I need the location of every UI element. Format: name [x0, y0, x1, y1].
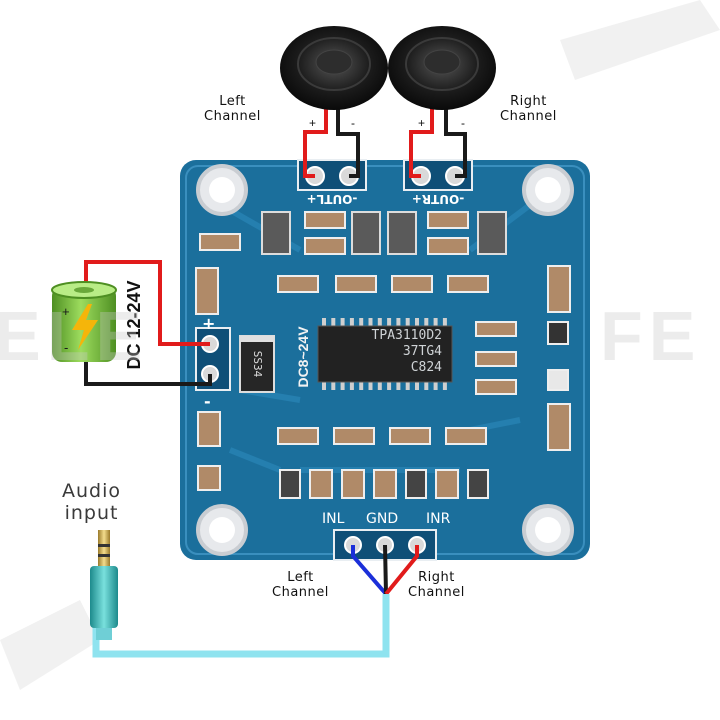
chip-pin — [405, 318, 410, 327]
chip-pin — [433, 381, 438, 390]
audio-input-line1: Audio — [62, 480, 122, 502]
right-speaker-plus: + — [418, 116, 426, 130]
out-right-label: -OUTR+ — [411, 192, 465, 206]
board-plus-label: + — [202, 314, 216, 333]
in-right-label: INR — [426, 511, 451, 527]
chip-pin — [433, 318, 438, 327]
diode-label: SS34 — [251, 350, 264, 378]
chip-pin — [340, 318, 345, 327]
chip-pin — [359, 381, 364, 390]
capacitor-row-mid — [195, 265, 571, 491]
chip-pin — [377, 381, 382, 390]
battery-voltage-label: DC 12-24V — [124, 280, 144, 370]
power-rating-label: DC8~24V — [295, 326, 311, 388]
board-minus-label: - — [204, 392, 211, 411]
input-right-line2: Channel — [408, 585, 465, 600]
chip-pin — [396, 381, 401, 390]
capacitor-row-bottom — [277, 427, 489, 499]
chip-pin — [442, 381, 447, 390]
input-right-channel-label: Right Channel — [408, 570, 465, 600]
amplifier-chip — [317, 318, 453, 390]
diode — [239, 335, 275, 393]
mounting-hole — [522, 164, 574, 216]
audio-input-line2: input — [64, 502, 119, 524]
in-gnd-label: GND — [366, 511, 399, 527]
left-speaker — [280, 26, 388, 110]
left-speaker-label-line1: Left — [219, 94, 246, 109]
chip-pin — [424, 318, 429, 327]
left-speaker-plus: + — [309, 116, 317, 130]
capacitor-row-top — [199, 211, 507, 255]
chip-pin — [331, 381, 336, 390]
chip-pin — [415, 318, 419, 327]
mounting-hole — [196, 164, 248, 216]
battery — [51, 281, 117, 362]
audio-jack — [90, 530, 118, 640]
watermark-strokes — [0, 0, 720, 690]
chip-batch: C824 — [410, 360, 442, 375]
mounting-hole — [522, 504, 574, 556]
chip-pin — [340, 381, 345, 390]
input-left-line2: Channel — [272, 585, 329, 600]
amplifier-board — [180, 159, 590, 561]
bolt-icon — [72, 304, 98, 350]
left-channel-speaker-label: Left Channel — [204, 94, 261, 124]
right-channel-speaker-label: Right Channel — [500, 94, 557, 124]
power-wires — [84, 260, 212, 386]
audio-input-label: Audio input — [62, 480, 121, 524]
chip-pin — [424, 381, 429, 390]
chip-pin — [396, 318, 401, 327]
chip-pin — [322, 381, 326, 390]
right-speaker-label-line1: Right — [510, 94, 547, 109]
chip-pin — [349, 381, 354, 390]
left-speaker-minus: - — [351, 116, 355, 130]
chip-pin — [405, 381, 410, 390]
chip-pin — [415, 381, 419, 390]
input-wires — [351, 544, 419, 596]
power-terminal — [195, 327, 231, 391]
chip-pin — [359, 318, 364, 327]
mounting-hole — [196, 504, 248, 556]
battery-plus: + — [62, 304, 70, 319]
chip-pin — [331, 318, 336, 327]
battery-minus: - — [64, 340, 69, 355]
chip-pin — [368, 318, 373, 327]
chip-label: TPA3110D2 37TG4 C824 — [318, 328, 452, 380]
chip-pin — [377, 318, 382, 327]
chip-pin — [322, 318, 326, 327]
chip-model: TPA3110D2 — [371, 328, 442, 343]
right-speaker — [388, 26, 496, 110]
chip-pin — [442, 318, 447, 327]
chip-pin — [368, 381, 373, 390]
left-speaker-label-line2: Channel — [204, 109, 261, 124]
out-left-label: -OUTL+ — [306, 192, 358, 206]
input-left-channel-label: Left Channel — [272, 570, 329, 600]
chip-pin — [349, 318, 354, 327]
right-speaker-minus: - — [461, 116, 465, 130]
input-left-line1: Left — [287, 570, 314, 585]
speaker-wires — [303, 92, 467, 178]
chip-code: 37TG4 — [402, 344, 442, 359]
right-speaker-label-line2: Channel — [500, 109, 557, 124]
chip-pin — [387, 318, 392, 327]
chip-pin — [387, 381, 392, 390]
audio-cable — [92, 594, 390, 658]
in-left-label: INL — [322, 511, 345, 527]
input-right-line1: Right — [418, 570, 455, 585]
